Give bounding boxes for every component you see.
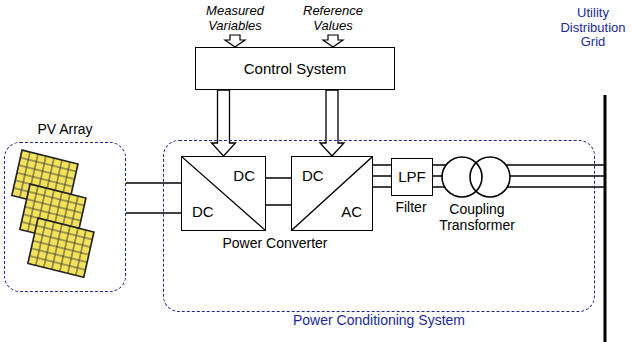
filter-box: LPF [391, 158, 433, 196]
connector [126, 183, 181, 213]
connector [212, 90, 236, 156]
box-label: LPF [398, 168, 426, 185]
transformer-winding [470, 157, 510, 197]
part-label: Power Converter [205, 236, 345, 252]
connector [320, 90, 344, 156]
connector [266, 178, 291, 205]
dc-dc-converter: DC DC [181, 156, 266, 231]
group-title: PV Array [5, 121, 125, 137]
input-arrow [225, 35, 245, 47]
grid-label: Utility Distribution Grid [556, 6, 630, 50]
input-label: Reference Values [288, 4, 378, 33]
pcs-group: Power Conditioning SystemDCDCDCACLPF [163, 140, 595, 312]
converter-text: DC [191, 203, 215, 220]
input-arrow [323, 35, 343, 47]
dc-ac-converter: DC AC [291, 156, 373, 231]
box-label: Control System [244, 60, 347, 77]
solar-panel [28, 218, 94, 277]
input-label: Measured Variables [190, 4, 280, 33]
control-box: Control System [195, 47, 395, 90]
wire [432, 165, 605, 187]
part-label: Coupling Transformer [428, 202, 526, 233]
pv-group: PV Array [4, 142, 126, 292]
part-label: Filter [381, 200, 441, 216]
converter-text: AC [340, 203, 363, 220]
converter-text: DC [232, 167, 256, 184]
grid-bus [604, 95, 607, 342]
group-title: Power Conditioning System [164, 312, 594, 328]
converter-text: DC [301, 167, 325, 184]
connector [373, 165, 391, 187]
